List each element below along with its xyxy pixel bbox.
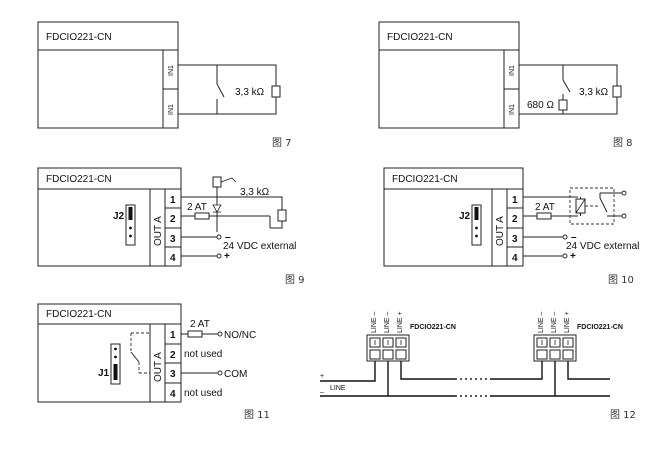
resistor-symbol [271,85,281,98]
device-title: FDCIO221-CN [392,174,458,185]
pin1-label: NO/NC [224,330,256,341]
jumper-cap [474,207,479,220]
jumper-block [471,204,482,246]
resistor-symbol [558,99,568,111]
pin2-label: not used [184,349,222,360]
supply-terminal [216,234,222,240]
supply-terminal [562,234,568,240]
line-label: LINE – [384,311,391,333]
output-label: OUT A [153,352,164,382]
minus-sign: – [225,232,231,243]
fuse-label: 2 AT [187,202,207,213]
line-label: LINE + [397,311,404,333]
jumper-label: J2 [113,211,125,222]
pin-label: 1 [170,195,176,206]
jumper-label: J2 [459,211,471,222]
figure-8: FDCIO221-CN IN1 IN1 3,3 kΩ 680 Ω 图 8 [378,21,633,149]
figure-11: FDCIO221-CN OUT A 1 2 3 4 J1 2 AT NO/NC … [37,303,270,421]
minus-sign: – [320,389,324,396]
output-label: OUT A [153,216,164,246]
terminal-label: IN1 [168,65,175,76]
device-title: FDCIO221-CN [577,324,623,331]
switch-symbol [216,83,225,98]
figure-caption: 图 11 [244,409,270,421]
switch-symbol [562,79,571,93]
resistor-symbol [277,209,287,222]
relay-contact [599,197,608,213]
figure-caption: 图 9 [285,274,305,286]
device-title: FDCIO221-CN [46,309,112,320]
pin-label: 4 [170,389,176,400]
device-title: FDCIO221-CN [46,32,112,43]
line-label: LINE – [538,311,545,333]
plus-sign: + [224,251,230,262]
internal-contact [130,351,140,363]
fuse-label: 2 AT [190,319,210,330]
output-terminal [217,331,223,337]
supply-label: 24 VDC external [223,241,296,252]
diode-symbol [212,204,222,213]
fuse-symbol [187,330,203,338]
device-title: FDCIO221-CN [46,174,112,185]
jumper-cap [128,207,133,220]
fuse-symbol [536,212,552,220]
terminal-label: IN1 [168,104,175,115]
jumper-cap [113,364,118,380]
figure-caption: 图 12 [610,409,636,421]
pin-label: 1 [170,330,176,341]
output-terminal [217,370,223,376]
relay-coil [212,176,222,188]
fuse-label: 2 AT [535,202,555,213]
pin-label: 3 [512,234,518,245]
fuse-symbol [194,212,210,220]
jumper-block [125,204,136,246]
supply-label: 24 VDC external [566,241,639,252]
line-label: LINE – [551,311,558,333]
figure-caption: 图 10 [608,274,634,286]
resistor-symbol [612,85,622,98]
figure-caption: 图 7 [272,137,292,149]
figure-caption: 图 8 [613,137,633,149]
figure-10: FDCIO221-CN OUT A 1 2 3 4 J2 [383,167,639,286]
device-title: FDCIO221-CN [387,32,453,43]
device-title: FDCIO221-CN [410,324,456,331]
terminal-block-right: LINE – LINE – LINE + FDCIO221-CN [533,311,623,362]
resistor-label: 3,3 kΩ [240,187,270,198]
pin-label: 4 [512,253,518,264]
supply-terminal [216,253,222,259]
line-label: LINE + [564,311,571,333]
plus-sign: + [320,373,324,380]
minus-sign: – [571,232,577,243]
device-box [37,21,179,129]
line-label: LINE [330,385,346,392]
pin-label: 2 [170,350,176,361]
figure-7: FDCIO221-CN IN1 IN1 3,3 kΩ 图 7 [37,21,292,149]
resistor-label: 680 Ω [527,100,554,111]
output-label: OUT A [495,216,506,246]
terminal-label: IN1 [509,104,516,115]
resistor-label: 3,3 kΩ [235,87,265,98]
relay-enclosure [569,187,615,225]
contact-terminal [621,190,627,196]
pin-label: 4 [170,253,176,264]
pin-label: 3 [170,369,176,380]
device-box [378,21,520,129]
pin-label: 1 [512,195,518,206]
pin-label: 2 [512,214,518,225]
jumper-label: J1 [98,368,110,379]
line-label: LINE – [371,311,378,333]
plus-sign: + [570,251,576,262]
pin4-label: not used [184,388,222,399]
pin3-label: COM [224,369,247,380]
terminal-block-left: LINE – LINE – LINE + FDCIO221-CN [366,311,456,362]
supply-terminal [562,253,568,259]
terminal-label: IN1 [509,65,516,76]
pin-label: 3 [170,234,176,245]
contact-terminal [621,213,627,219]
resistor-label: 3,3 kΩ [579,87,609,98]
figure-9: FDCIO221-CN OUT A 1 2 3 4 J2 [37,167,305,286]
figure-12: LINE – LINE – LINE + FDCIO221-CN LINE – … [320,311,636,421]
pin-label: 2 [170,214,176,225]
